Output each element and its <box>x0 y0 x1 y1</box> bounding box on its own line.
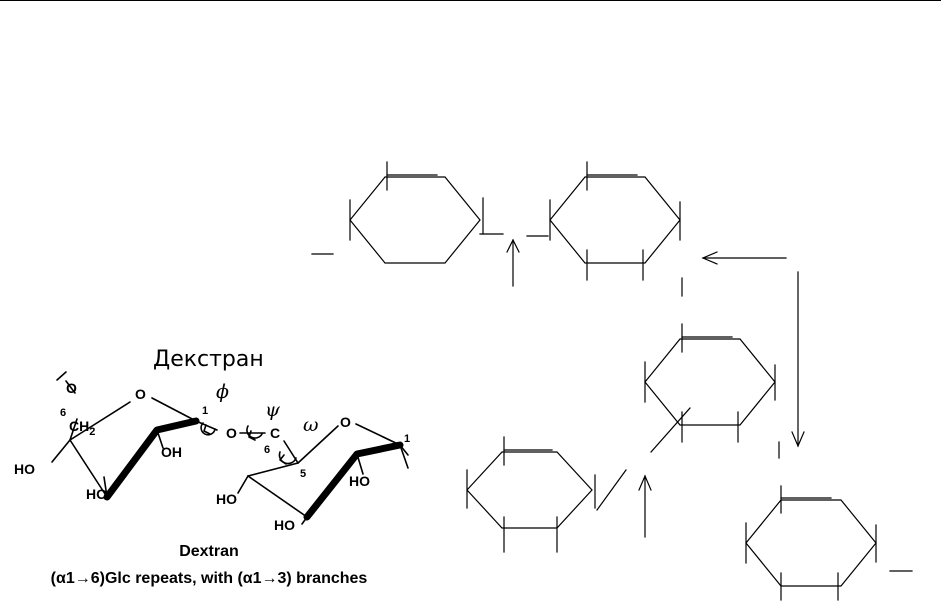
ring1-oxygen-label: O <box>135 386 146 402</box>
bridge-c6-number: 6 <box>264 444 270 456</box>
schematic-ring-c <box>644 323 776 453</box>
schematic-ring-b <box>526 161 681 281</box>
rotation-arc-psi <box>246 425 263 439</box>
schematic-arrow-up-c <box>638 474 652 538</box>
figure-title: Декстран <box>153 347 264 372</box>
glycosidic-oxygen-label: O <box>226 425 237 441</box>
glucose-ring-1 <box>51 371 218 501</box>
schematic-ring-e <box>745 441 877 601</box>
ring2-oxygen-label: O <box>340 414 351 430</box>
schematic-ring-a <box>349 161 504 264</box>
ring2-c5-number: 5 <box>300 468 306 480</box>
ring2-ho-bottom-label: HO <box>274 517 295 533</box>
ring1-c6-number: 6 <box>60 407 66 419</box>
ring1-ho-left-label: HO <box>14 461 35 477</box>
dextran-structure: Декстран O 6 CH2 O 1 HO OH HO O C 6 <box>14 347 410 587</box>
bridge-carbon-label: C <box>270 425 280 441</box>
schematic-arrow-left-b <box>701 251 787 265</box>
caption-name: Dextran <box>179 543 239 560</box>
ring1-ho-bottom-label: HO <box>86 486 107 502</box>
ring1-c1-number: 1 <box>202 405 208 417</box>
ring2-c1-number: 1 <box>404 433 410 445</box>
torsion-phi: ϕ <box>216 381 229 403</box>
schematic-arrow-up-a <box>506 238 520 287</box>
glucose-ring-2 <box>237 423 409 525</box>
rotation-arc-phi <box>200 422 216 436</box>
torsion-psi: ψ <box>265 399 281 421</box>
caption-detail: (α1→6)Glc repeats, with (α1→3) branches <box>51 570 368 587</box>
ring1-o6-label: O <box>66 380 77 396</box>
schematic-arrow-down <box>791 271 805 448</box>
ring2-ho-right-label: HO <box>349 473 370 489</box>
ring1-ch2-label: CH2 <box>69 418 95 438</box>
branch-schematic <box>311 161 913 601</box>
ring1-oh-label: OH <box>161 444 182 460</box>
ring2-ho-left-label: HO <box>216 491 237 507</box>
top-border-line <box>0 0 941 1</box>
schematic-ring-d <box>466 436 627 553</box>
torsion-omega: ω <box>303 414 319 436</box>
